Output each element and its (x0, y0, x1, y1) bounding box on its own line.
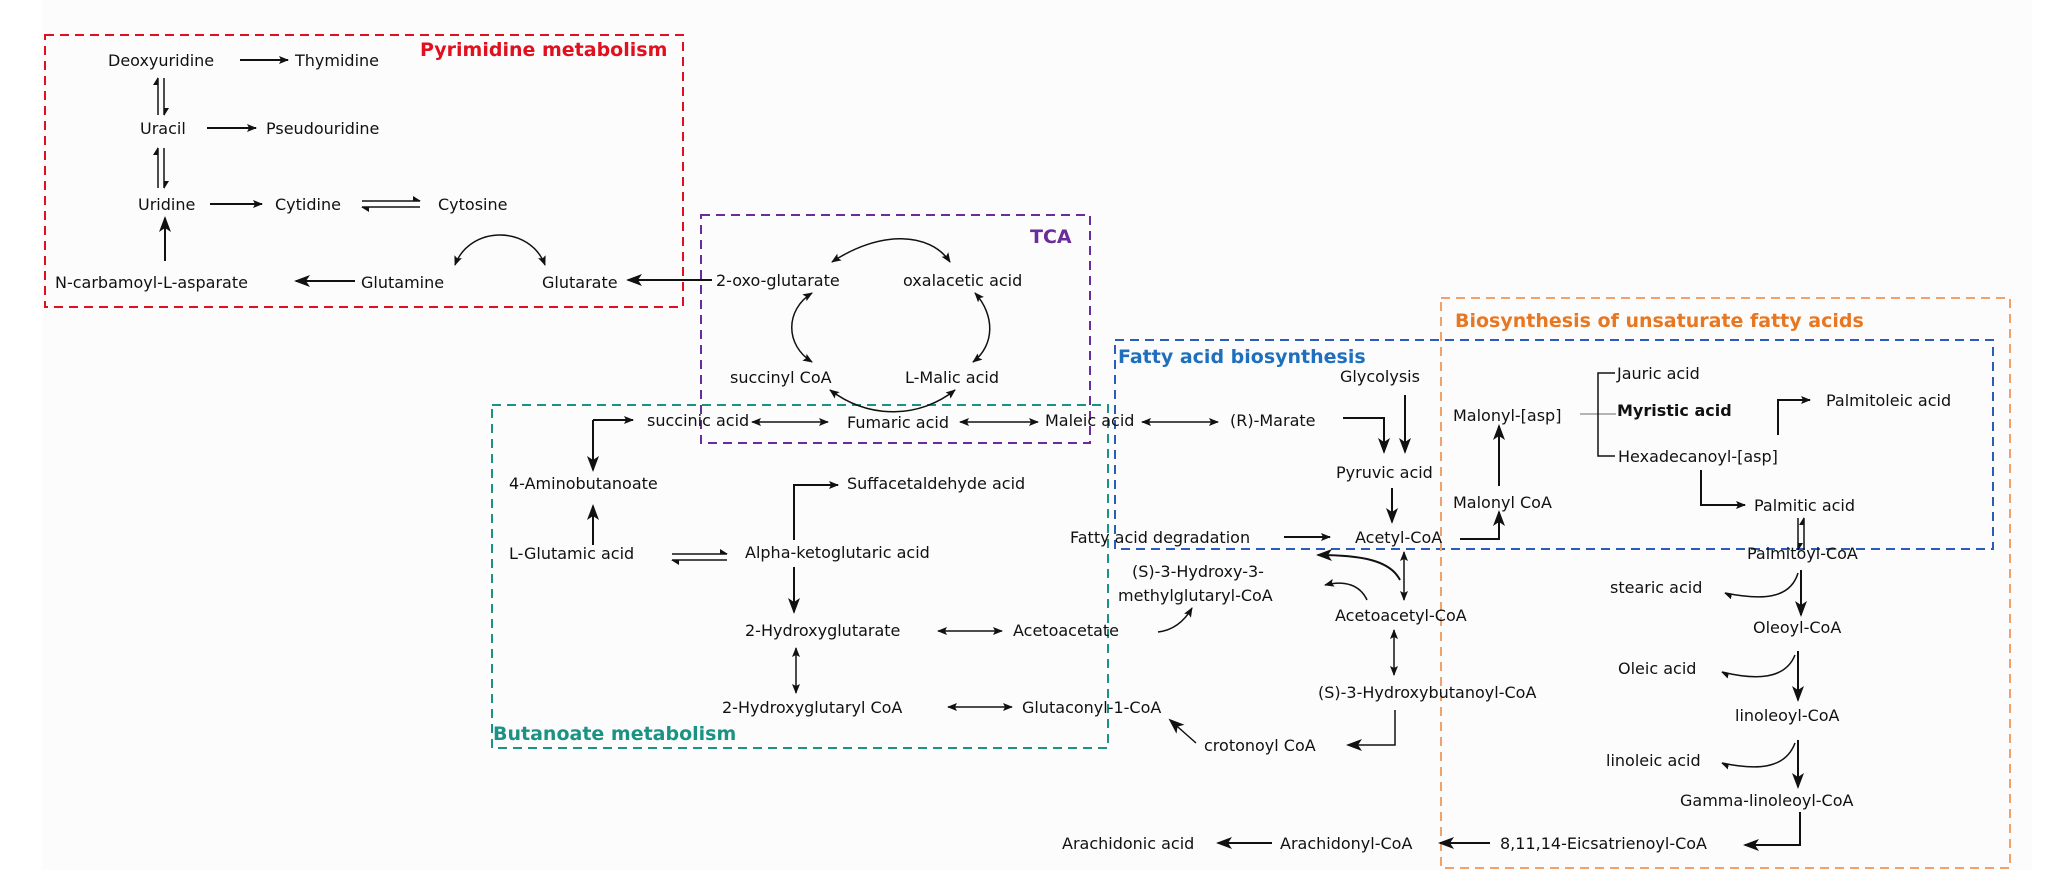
node-palmitoleic-acid: Palmitoleic acid (1826, 391, 1951, 410)
node-crotonoyl-coa: crotonoyl CoA (1204, 736, 1316, 755)
node-uridine: Uridine (138, 195, 195, 214)
arrow-hydroxybutanoyl-crotonoyl (1346, 710, 1396, 751)
pathway-title-unsaturated: Biosynthesis of unsaturate fatty acids (1455, 310, 1864, 332)
node-malonyl-asp: Malonyl-[asp] (1453, 406, 1561, 425)
node-gamma-linoleoyl-coa: Gamma-linoleoyl-CoA (1680, 791, 1854, 810)
node-hexadecanoyl-asp: Hexadecanoyl-[asp] (1618, 447, 1778, 466)
arrow-hexadecanoyl-palmitic (1700, 470, 1746, 509)
node-oleoyl-coa: Oleoyl-CoA (1753, 618, 1841, 637)
arrows-tca (791, 238, 991, 413)
node-hmg-coa-line2: methylglutaryl-CoA (1118, 586, 1273, 605)
arrow-glutamine-glutarate-arc (454, 234, 546, 266)
node-4-aminobutanoate: 4-Aminobutanoate (509, 474, 658, 493)
pathway-box-tca (700, 214, 1091, 444)
node-oleic-acid: Oleic acid (1618, 659, 1696, 678)
node-glutarate: Glutarate (542, 273, 618, 292)
node-thymidine: Thymidine (294, 51, 379, 70)
arrow-alphaketo-suffacetaldehyde (793, 481, 839, 540)
node-2-oxo-glutarate: 2-oxo-glutarate (716, 271, 840, 290)
node-cytosine: Cytosine (438, 195, 507, 214)
pathway-title-butanoate: Butanoate metabolism (493, 723, 736, 745)
node-acetoacetate: Acetoacetate (1013, 621, 1119, 640)
node-r-marate: (R)-Marate (1230, 411, 1315, 430)
arrow-rmarate-pyruvic (1343, 417, 1390, 454)
node-pyruvic-acid: Pyruvic acid (1336, 463, 1433, 482)
node-alpha-ketoglutaric-acid: Alpha-ketoglutaric acid (745, 543, 930, 562)
node-n-carbamoyl: N-carbamoyl-L-asparate (55, 273, 248, 292)
pathway-box-butanoate (491, 404, 1109, 749)
node-succinyl-coa: succinyl CoA (730, 368, 832, 387)
arrow-acetoacetylcoa-hmgcoa (1324, 578, 1368, 601)
node-linoleoyl-coa: linoleoyl-CoA (1735, 706, 1840, 725)
arrow-to-oleic (1721, 654, 1796, 679)
node-hmg-coa-line1: (S)-3-Hydroxy-3- (1132, 562, 1264, 581)
arrow-acetylcoa-malonylcoa (1460, 510, 1505, 540)
node-palmitoyl-coa: Palmitoyl-CoA (1747, 544, 1858, 563)
node-glutamine: Glutamine (361, 273, 444, 292)
node-2-hydroxyglutarate: 2-Hydroxyglutarate (745, 621, 900, 640)
arrows-butanoate (587, 416, 1219, 711)
node-acetoacetyl-coa: Acetoacetyl-CoA (1335, 606, 1467, 625)
node-arachidonyl-coa: Arachidonyl-CoA (1280, 834, 1412, 853)
node-palmitic-acid: Palmitic acid (1754, 496, 1855, 515)
node-l-malic-acid: L-Malic acid (905, 368, 999, 387)
arrows-ketone (1168, 549, 1408, 751)
arrow-to-linoleic (1721, 742, 1796, 770)
node-2-hydroxyglutaryl-coa: 2-Hydroxyglutaryl CoA (722, 698, 902, 717)
arrow-hexadecanoyl-palmitoleic (1777, 396, 1811, 435)
pathway-title-fatty-acid: Fatty acid biosynthesis (1118, 346, 1366, 368)
arrow-tca-left (791, 292, 813, 363)
node-uracil: Uracil (140, 119, 186, 138)
node-cytidine: Cytidine (275, 195, 341, 214)
node-jauric-acid: Jauric acid (1616, 364, 1700, 383)
arrow-tca-bottom (829, 389, 956, 413)
node-l-glutamic-acid: L-Glutamic acid (509, 544, 634, 563)
pathway-title-tca: TCA (1030, 226, 1072, 248)
pathway-box-fatty-acid (1114, 339, 1994, 550)
node-fumaric-acid: Fumaric acid (847, 413, 949, 432)
node-malonyl-coa: Malonyl CoA (1453, 493, 1552, 512)
pathway-title-pyrimidine: Pyrimidine metabolism (420, 39, 667, 61)
bracket-fatty-branch (1597, 372, 1615, 457)
node-succinic-acid: succinic acid (647, 411, 749, 430)
node-eicsatrienoyl-coa: 8,11,14-Eicsatrienoyl-CoA (1500, 834, 1707, 853)
node-glycolysis: Glycolysis (1340, 367, 1420, 386)
arrow-crotonoyl-glutaconyl (1168, 718, 1197, 744)
arrow-acetylcoa-hmgcoa (1316, 549, 1401, 581)
node-suffacetaldehyde-acid: Suffacetaldehyde acid (847, 474, 1025, 493)
node-arachidonic-acid: Arachidonic acid (1062, 834, 1194, 853)
node-deoxyuridine: Deoxyuridine (108, 51, 214, 70)
arrow-tca-top (831, 238, 951, 263)
arrow-gamma-eicsatrienoyl (1743, 812, 1801, 851)
node-acetyl-coa: Acetyl-CoA (1355, 528, 1442, 547)
node-glutaconyl-1-coa: Glutaconyl-1-CoA (1022, 698, 1161, 717)
pathway-box-pyrimidine (44, 34, 684, 308)
arrows-unsaturated (1216, 570, 1807, 851)
node-fatty-acid-degradation: Fatty acid degradation (1070, 528, 1250, 547)
arrow-to-stearic (1724, 572, 1799, 600)
diagram-background (42, 0, 2032, 870)
node-stearic-acid: stearic acid (1610, 578, 1702, 597)
node-pseudouridine: Pseudouridine (266, 119, 379, 138)
node-myristic-acid: Myristic acid (1617, 401, 1732, 420)
arrows-pyrimidine (153, 56, 712, 287)
node-oxalacetic-acid: oxalacetic acid (903, 271, 1022, 290)
node-maleic-acid: Maleic acid (1045, 411, 1134, 430)
node-linoleic-acid: linoleic acid (1606, 751, 1701, 770)
node-hydroxybutanoyl-coa: (S)-3-Hydroxybutanoyl-CoA (1318, 683, 1536, 702)
pathway-box-unsaturated (1440, 297, 2011, 869)
arrows-fatty-acid (1284, 372, 1811, 551)
arrow-acetoacetate-hmgcoa (1157, 607, 1193, 633)
arrow-tca-right (972, 292, 991, 363)
